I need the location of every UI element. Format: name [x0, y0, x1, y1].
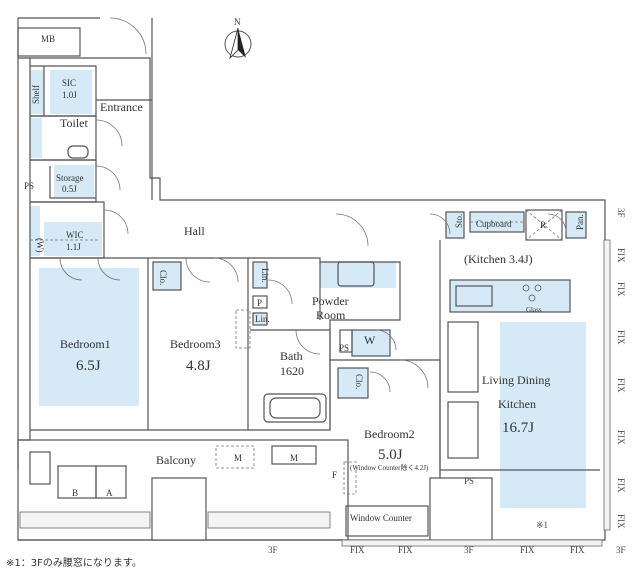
fix-r6: FIX	[616, 478, 626, 493]
bath-size: 1620	[280, 364, 304, 378]
walls	[17, 17, 606, 541]
fix-b2: FIX	[398, 545, 413, 555]
doors	[59, 17, 567, 393]
fill-pan	[566, 212, 586, 238]
cupboard-label: Cupboard	[476, 219, 512, 229]
fix-r4: FIX	[616, 378, 626, 393]
wic-size: 1.1J	[66, 242, 81, 252]
fill-storage	[54, 165, 94, 197]
fill-bedroom1	[39, 268, 139, 406]
clo3-label: Clo.	[158, 270, 168, 285]
m1-label: M	[234, 453, 242, 463]
a-label: A	[106, 488, 113, 498]
ldk-line1: Living Dining	[482, 373, 550, 387]
sto-label: Sto.	[454, 214, 464, 228]
north-label: N	[234, 17, 241, 27]
three-f-b3: 3F	[616, 545, 626, 555]
fix-r5: FIX	[616, 430, 626, 445]
north-arrow-icon: N	[224, 17, 252, 60]
bedroom3-name: Bedroom3	[170, 337, 221, 351]
bedroom2-name: Bedroom2	[364, 427, 415, 441]
entrance-label: Entrance	[100, 100, 143, 114]
three-f-right: 3F	[616, 208, 626, 218]
fill-clo2	[338, 368, 368, 398]
window-counter-label: Window Counter	[350, 513, 412, 523]
shelf-label: Shelf	[31, 85, 41, 104]
footnote: ※1：3Fのみ腰窓になります。	[6, 558, 142, 569]
bedroom3-size: 4.8J	[186, 358, 211, 374]
fix-r1: FIX	[616, 248, 626, 263]
fill-toilet	[30, 118, 42, 158]
ps-bottom: PS	[464, 476, 474, 486]
stove-icon	[522, 284, 542, 302]
lin2-label: Lin.	[255, 314, 270, 324]
w-label: W	[364, 333, 376, 347]
ldk-size: 16.7J	[502, 420, 534, 436]
dashes	[30, 209, 563, 495]
glass-label: Glass	[526, 306, 542, 314]
room-fills	[30, 70, 586, 508]
kitchen-label: (Kitchen 3.4J)	[464, 252, 533, 266]
b-label: B	[72, 488, 78, 498]
hall-label: Hall	[184, 224, 205, 238]
bedroom1-name: Bedroom1	[60, 337, 111, 351]
fix-b1: FIX	[350, 545, 365, 555]
clo2-label: Clo.	[354, 374, 364, 389]
fill-ldk	[500, 322, 586, 508]
fill-powder-sink	[320, 262, 396, 288]
fill-w	[352, 330, 390, 356]
p-label: P	[257, 298, 262, 308]
pan-label: Pan.	[575, 214, 585, 230]
fill-wic	[44, 222, 102, 256]
labels: MB Entrance Shelf SIC 1.0J Toilet PS Sto…	[24, 34, 585, 523]
powder-line2: Room	[316, 308, 346, 322]
star1-mark: ※1	[536, 520, 548, 530]
balcony-label: Balcony	[156, 453, 196, 467]
mb-label: MB	[41, 34, 55, 44]
fix-b3: FIX	[520, 545, 535, 555]
wic-w-label: (W)	[35, 238, 45, 253]
powder-line1: Powder	[312, 294, 349, 308]
fix-r2: FIX	[616, 282, 626, 297]
fix-b4: FIX	[570, 545, 585, 555]
fix-r7: FIX	[616, 514, 626, 529]
three-f-b1: 3F	[268, 545, 278, 555]
sic-size: 1.0J	[62, 90, 77, 100]
r-label: R	[540, 220, 546, 230]
storage-name: Storage	[56, 173, 84, 183]
sic-name: SIC	[62, 78, 76, 88]
fill-wic-side	[30, 206, 40, 256]
bedroom2-size: 5.0J	[378, 447, 403, 463]
fill-shelf	[30, 70, 44, 114]
bedroom2-note: (Window Counter除く4.2J)	[350, 463, 429, 472]
ps-label: PS	[24, 181, 34, 191]
ps2-label: PS	[339, 343, 349, 353]
fill-lin2	[253, 313, 267, 325]
fill-lin	[253, 262, 267, 288]
bedroom1-size: 6.5J	[76, 358, 101, 374]
toilet-label: Toilet	[60, 116, 88, 130]
wic-name: WIC	[66, 230, 84, 240]
storage-size: 0.5J	[62, 184, 77, 194]
ldk-line2: Kitchen	[498, 397, 536, 411]
lin-label: Lin.	[260, 268, 270, 283]
fill-counter	[450, 280, 570, 312]
window-marks: 3F FIX FIX FIX FIX FIX FIX FIX 3F FIX FI…	[268, 208, 626, 555]
fix-r3: FIX	[616, 330, 626, 345]
windows	[19, 239, 611, 547]
bath-name: Bath	[280, 349, 303, 363]
three-f-b2: 3F	[464, 545, 474, 555]
fill-sic	[50, 70, 92, 114]
fill-sto	[446, 212, 464, 238]
m2-label: M	[290, 453, 298, 463]
f-label: F	[332, 470, 337, 480]
fill-clo3	[153, 262, 181, 290]
